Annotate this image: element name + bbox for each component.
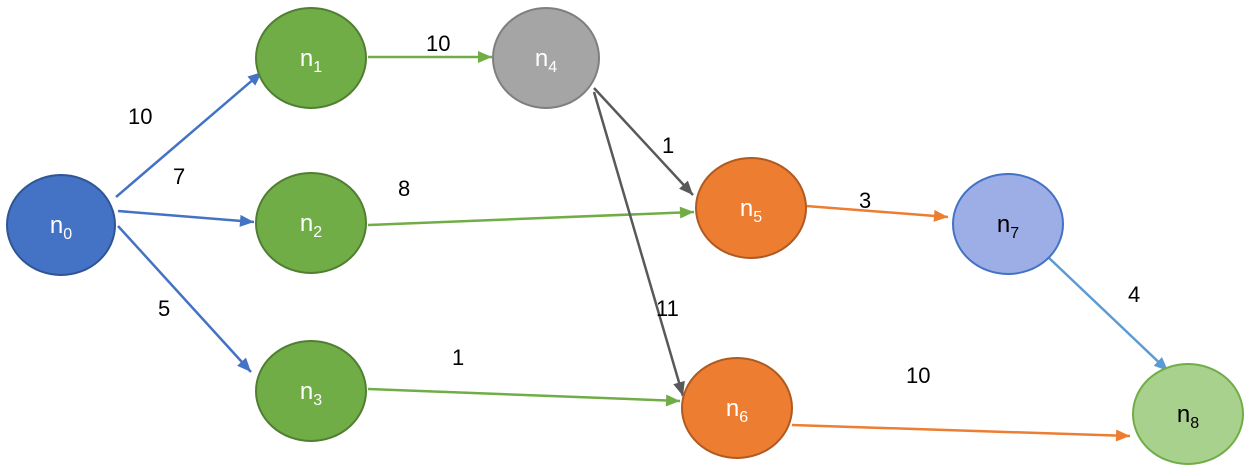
node-circle (255, 340, 367, 442)
edge-line (367, 210, 695, 227)
edge-weight-label: 1 (452, 345, 464, 370)
node-label-base: n (300, 210, 313, 237)
edge-n7-n8 (1047, 256, 1169, 372)
edge-n0-n1 (115, 71, 263, 198)
edge-weight-label: 3 (859, 188, 871, 213)
node-circle (255, 7, 367, 109)
edge-weight-label: 10 (128, 104, 152, 129)
edge-line (593, 87, 694, 196)
node-label-base: n (997, 211, 1010, 238)
node-n1: n1 (255, 7, 367, 109)
node-n8: n8 (1132, 363, 1244, 465)
node-label: n7 (997, 211, 1019, 242)
node-n7: n7 (952, 173, 1064, 275)
edge-line (592, 91, 685, 397)
edge-weight-label: 4 (1128, 282, 1140, 307)
node-label-base: n (740, 195, 753, 222)
edge-line (117, 209, 255, 224)
edge-line (115, 71, 263, 198)
node-label-base: n (50, 212, 63, 239)
edge-line (117, 225, 252, 373)
node-circle (255, 172, 367, 274)
node-n6: n6 (681, 357, 793, 459)
node-n5: n5 (695, 157, 807, 259)
node-label-subscript: 3 (313, 392, 322, 409)
node-label-base: n (1177, 401, 1190, 428)
arrowhead-icon (665, 394, 680, 407)
node-label: n5 (740, 195, 762, 226)
node-circle (1132, 363, 1244, 465)
edge-weight-label: 10 (426, 31, 450, 56)
edge-n4-n6 (592, 91, 685, 397)
node-label: n8 (1177, 401, 1199, 432)
edge-line (1047, 256, 1169, 372)
edge-line (791, 423, 1131, 438)
node-circle (492, 7, 600, 109)
edge-n1-n4 (368, 51, 492, 63)
node-n3: n3 (255, 340, 367, 442)
node-label: n6 (726, 395, 748, 426)
edge-weight-label: 10 (906, 363, 930, 388)
node-label: n4 (535, 45, 557, 76)
node-label-base: n (535, 45, 548, 72)
node-label-subscript: 4 (548, 59, 557, 76)
node-label: n2 (300, 210, 322, 241)
edge-line (805, 204, 949, 219)
arrowhead-icon (1153, 357, 1168, 371)
edge-n5-n7 (805, 204, 949, 222)
node-circle (6, 174, 116, 276)
arrowhead-icon (679, 206, 694, 219)
edge-n4-n5 (593, 87, 694, 196)
node-label-subscript: 8 (1190, 415, 1199, 432)
edge-n3-n6 (367, 387, 681, 407)
node-circle (952, 173, 1064, 275)
edge-n0-n2 (117, 209, 255, 227)
node-label-subscript: 1 (313, 59, 322, 76)
node-label-base: n (726, 395, 739, 422)
node-n2: n2 (255, 172, 367, 274)
edge-weight-label: 8 (398, 176, 410, 201)
edge-weight-label: 11 (656, 296, 679, 321)
edges-layer (115, 51, 1169, 442)
edge-weight-label: 1 (662, 133, 674, 158)
arrowhead-icon (679, 180, 693, 195)
edge-line (367, 387, 681, 403)
arrowhead-icon (1115, 429, 1130, 442)
node-label: n0 (50, 212, 72, 243)
node-label-base: n (300, 45, 313, 72)
node-circle (681, 357, 793, 459)
node-label-base: n (300, 378, 313, 405)
node-label-subscript: 6 (739, 409, 748, 426)
edge-weight-label: 5 (158, 296, 170, 321)
node-label: n3 (300, 378, 322, 409)
node-label-subscript: 7 (1010, 225, 1019, 242)
arrowhead-icon (933, 209, 948, 222)
edge-n6-n8 (791, 423, 1131, 442)
node-label: n1 (300, 45, 322, 76)
arrowhead-icon (673, 380, 685, 396)
arrowhead-icon (239, 214, 254, 227)
edge-n2-n5 (367, 206, 695, 227)
node-label-subscript: 0 (63, 226, 72, 243)
node-n4: n4 (492, 7, 600, 109)
node-label-subscript: 2 (313, 224, 322, 241)
node-label-subscript: 5 (753, 209, 762, 226)
edge-weight-label: 7 (173, 164, 185, 189)
node-n0: n0 (6, 174, 116, 276)
arrowhead-icon (237, 357, 251, 372)
edge-n0-n3 (117, 225, 252, 373)
node-circle (695, 157, 807, 259)
arrowhead-icon (478, 51, 492, 63)
